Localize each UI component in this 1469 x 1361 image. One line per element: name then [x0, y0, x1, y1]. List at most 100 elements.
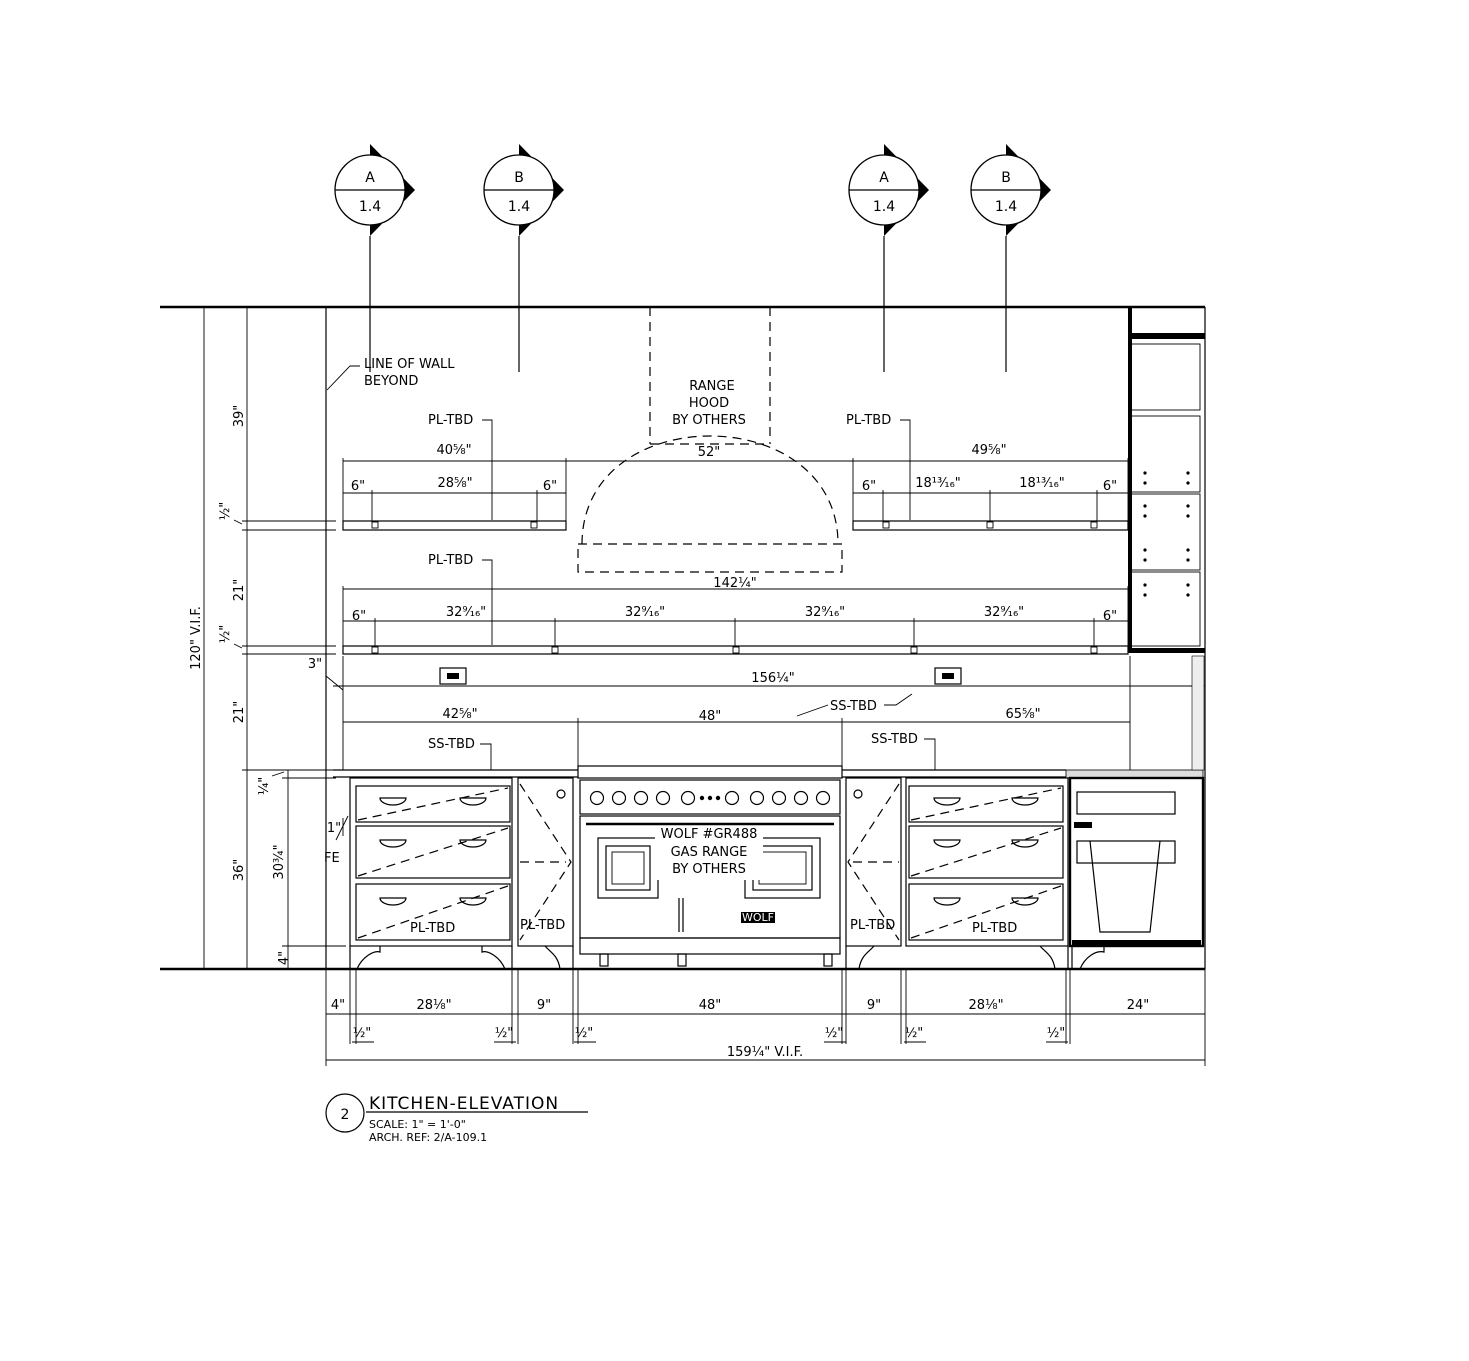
svg-text:½": ½" — [218, 625, 233, 644]
dim-lower-shelf: 142¼" 6" 32⁹⁄₁₆" 32⁹⁄₁₆" 32⁹⁄₁₆" 32⁹⁄₁₆"… — [342, 576, 1129, 646]
svg-text:½": ½" — [218, 502, 233, 521]
svg-text:½": ½" — [1047, 1026, 1066, 1041]
drawing-number: 2 — [341, 1107, 350, 1123]
dim-overall-width: 159¼" V.I.F. — [325, 969, 1206, 1066]
outlet-left — [439, 667, 467, 685]
shelf-material-labels: PL-TBD PL-TBD PL-TBD — [428, 413, 911, 645]
range-hood: RANGE HOOD BY OTHERS — [577, 307, 843, 573]
drawing-ref: ARCH. REF: 2/A-109.1 — [369, 1131, 487, 1144]
svg-text:4": 4" — [331, 998, 345, 1013]
fe-note: FE 1" — [324, 815, 349, 866]
svg-text:30¾": 30¾" — [272, 844, 287, 879]
svg-text:½": ½" — [495, 1026, 514, 1041]
marker-sheet: 1.4 — [873, 199, 895, 215]
svg-text:52": 52" — [698, 445, 721, 460]
svg-text:½": ½" — [825, 1026, 844, 1041]
svg-text:65⅝": 65⅝" — [1005, 707, 1040, 722]
svg-text:9": 9" — [867, 998, 881, 1013]
upper-shelf-right — [852, 520, 1129, 531]
svg-text:6": 6" — [543, 479, 557, 494]
svg-text:6": 6" — [351, 479, 365, 494]
svg-text:¼": ¼" — [257, 777, 272, 796]
lower-shelf — [342, 645, 1129, 655]
base-cabinet-left-drawers: PL-TBD — [349, 777, 513, 970]
dim-wall-vertical: 39" ½" 21" ½" 21" 36" — [218, 307, 336, 969]
marker-sheet: 1.4 — [508, 199, 530, 215]
ss-tbd-labels: SS-TBD SS-TBD SS-TBD — [428, 693, 936, 770]
wolf-gas-range: WOLF WOLF #GR488 GAS RANGE BY OTHERS — [577, 765, 843, 967]
svg-text:40⅝": 40⅝" — [436, 443, 471, 458]
upper-shelf-left — [342, 520, 567, 531]
svg-text:49⅝": 49⅝" — [971, 443, 1006, 458]
svg-text:WOLF #GR488: WOLF #GR488 — [661, 827, 758, 842]
svg-text:SS-TBD: SS-TBD — [830, 699, 877, 714]
svg-text:PL-TBD: PL-TBD — [972, 921, 1017, 936]
drawing-title: KITCHEN-ELEVATION — [369, 1094, 559, 1114]
svg-text:3": 3" — [308, 657, 322, 672]
base-cabinet-right-drawers: PL-TBD — [905, 777, 1069, 970]
svg-text:½": ½" — [575, 1026, 594, 1041]
section-marker-b-left[interactable]: B 1.4 — [483, 144, 564, 372]
end-cabinet-trash — [1068, 776, 1205, 970]
svg-text:PL-TBD: PL-TBD — [846, 413, 891, 428]
svg-text:48": 48" — [699, 709, 722, 724]
marker-letter: B — [1001, 170, 1011, 186]
svg-text:FE: FE — [324, 851, 340, 866]
marker-letter: A — [879, 170, 889, 186]
svg-text:LINE OF WALL: LINE OF WALL — [364, 357, 455, 372]
svg-text:4": 4" — [277, 951, 292, 965]
svg-text:6": 6" — [862, 479, 876, 494]
svg-text:21": 21" — [232, 701, 247, 724]
svg-text:32⁹⁄₁₆": 32⁹⁄₁₆" — [625, 605, 665, 620]
svg-text:120" V.I.F.: 120" V.I.F. — [189, 606, 204, 670]
svg-text:24": 24" — [1127, 998, 1150, 1013]
section-marker-a-left[interactable]: A 1.4 — [334, 144, 415, 372]
svg-text:9": 9" — [537, 998, 551, 1013]
svg-text:6": 6" — [1103, 609, 1117, 624]
svg-text:PL-TBD: PL-TBD — [410, 921, 455, 936]
marker-sheet: 1.4 — [359, 199, 381, 215]
svg-text:GAS RANGE: GAS RANGE — [671, 845, 748, 860]
svg-text:PL-TBD: PL-TBD — [520, 918, 565, 933]
svg-text:159¼" V.I.F.: 159¼" V.I.F. — [727, 1045, 803, 1060]
svg-text:28⅝": 28⅝" — [437, 476, 472, 491]
svg-text:HOOD: HOOD — [689, 396, 729, 411]
svg-text:48": 48" — [699, 998, 722, 1013]
drawing-scale: SCALE: 1" = 1'-0" — [369, 1118, 466, 1131]
svg-text:PL-TBD: PL-TBD — [428, 553, 473, 568]
svg-text:18¹³⁄₁₆": 18¹³⁄₁₆" — [1019, 476, 1065, 491]
svg-text:32⁹⁄₁₆": 32⁹⁄₁₆" — [805, 605, 845, 620]
svg-text:BY OTHERS: BY OTHERS — [672, 413, 746, 428]
outlet-right — [934, 667, 962, 685]
tall-open-cabinet — [1128, 307, 1205, 653]
base-cabinet-right-door: PL-TBD — [845, 777, 902, 970]
base-cabinet-left-door: PL-TBD — [517, 777, 574, 970]
title-block: 2 KITCHEN-ELEVATION SCALE: 1" = 1'-0" AR… — [325, 1093, 588, 1144]
svg-text:42⅝": 42⅝" — [442, 707, 477, 722]
svg-text:6": 6" — [352, 609, 366, 624]
svg-text:28⅛": 28⅛" — [416, 998, 451, 1013]
svg-text:6": 6" — [1103, 479, 1117, 494]
section-marker-b-right[interactable]: B 1.4 — [970, 144, 1051, 372]
section-marker-a-right[interactable]: A 1.4 — [848, 144, 929, 372]
dim-hood-width: 52" — [566, 445, 853, 462]
dim-upper-left: 40⅝" 6" 28⅝" 6" — [342, 443, 567, 521]
svg-text:BEYOND: BEYOND — [364, 374, 418, 389]
marker-letter: B — [514, 170, 524, 186]
range-knobs — [589, 790, 831, 806]
svg-text:RANGE: RANGE — [689, 379, 734, 394]
dim-upper-right: 49⅝" 6" 18¹³⁄₁₆" 18¹³⁄₁₆" 6" — [852, 443, 1129, 521]
svg-text:1": 1" — [327, 821, 341, 836]
svg-text:½": ½" — [905, 1026, 924, 1041]
svg-text:18¹³⁄₁₆": 18¹³⁄₁₆" — [915, 476, 961, 491]
svg-text:21": 21" — [232, 579, 247, 602]
marker-sheet: 1.4 — [995, 199, 1017, 215]
svg-text:BY OTHERS: BY OTHERS — [672, 862, 746, 877]
svg-text:PL-TBD: PL-TBD — [850, 918, 895, 933]
line-of-wall-note: LINE OF WALL BEYOND — [326, 357, 455, 391]
svg-text:32⁹⁄₁₆": 32⁹⁄₁₆" — [984, 605, 1024, 620]
svg-text:32⁹⁄₁₆": 32⁹⁄₁₆" — [446, 605, 486, 620]
backsplash: 156¼" 3" — [308, 656, 1205, 770]
svg-text:39": 39" — [232, 405, 247, 428]
